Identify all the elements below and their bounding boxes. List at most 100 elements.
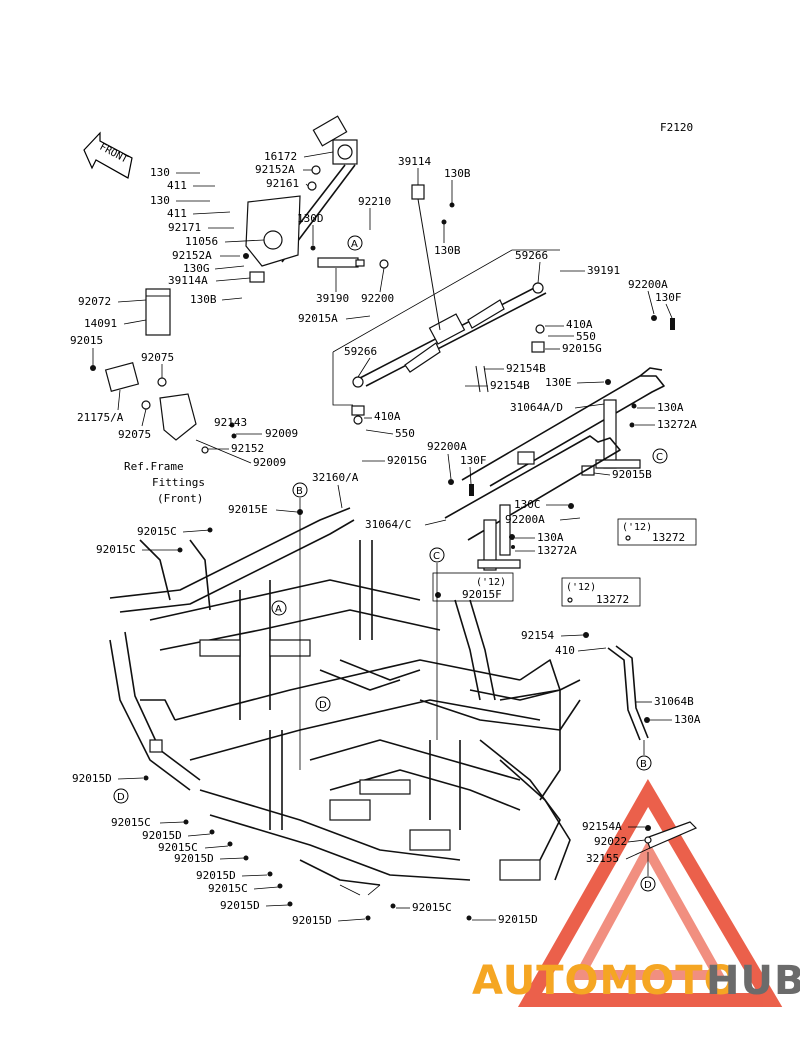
label-13272A: 13272A [537,544,577,557]
watermark-logo [517,779,783,1007]
label-92200A: 92200A [505,513,545,526]
label-92015D: 92015D [142,829,182,842]
label-92015: 92015 [70,334,103,347]
label-130F: 130F [655,291,682,304]
label-92015E: 92015E [228,503,268,516]
part-labels: 130 411 130 411 92171 11056 92152A 130G … [70,150,701,927]
label-39114A: 39114A [168,274,208,287]
label-92154: 92154 [521,629,554,642]
label-130B: 130B [434,244,461,257]
year-note-box-1: ('12) 13272 [617,518,697,546]
svg-text:('12): ('12) [622,522,652,533]
label-130E: 130E [545,376,572,389]
label-92200A: 92200A [427,440,467,453]
label-130A: 130A [674,713,701,726]
label-39114: 39114 [398,155,431,168]
crossmember-31064AD [461,315,675,487]
label-130F: 130F [460,454,487,467]
label-550: 550 [395,427,415,440]
callout-D-frame: D [315,696,331,712]
callout-B-frame: B [292,482,308,498]
label-410: 410 [555,644,575,657]
watermark-hub: HUB [706,958,800,1004]
label-92015B: 92015B [612,468,652,481]
watermark-automoto: AUTOMOTO [472,958,739,1004]
label-92152A: 92152A [255,163,295,176]
svg-text:('12): ('12) [476,577,506,588]
tie-rod-39190 [310,245,389,269]
ref-note-line2: Fittings [152,476,205,489]
label-92015D: 92015D [292,914,332,927]
frame-bolts [143,509,472,921]
label-130A: 130A [537,531,564,544]
watermark-triangle-outer [517,779,783,1007]
callout-C-frame: C [429,547,445,563]
label-31064C: 31064/C [365,518,411,531]
svg-text:13272: 13272 [652,531,685,544]
label-92015D: 92015D [220,899,260,912]
year-note-box-3: ('12) 13272 [561,577,641,607]
label-92015C: 92015C [96,543,136,556]
label-92072: 92072 [78,295,111,308]
label-130B: 130B [444,167,471,180]
label-130: 130 [150,166,170,179]
label-411: 411 [167,207,187,220]
label-550: 550 [576,330,596,343]
svg-text:C: C [433,551,440,562]
label-130A: 130A [657,401,684,414]
bracket-32155 [644,821,698,849]
label-92152: 92152 [231,442,264,455]
callout-B-right: B [636,755,652,771]
rack-group-bracket [332,352,353,406]
label-92210: 92210 [358,195,391,208]
front-arrow-marker: FRONT [83,131,133,179]
callout-A-frame: A [271,600,287,616]
label-92143: 92143 [214,416,247,429]
label-92075: 92075 [141,351,174,364]
label-92022: 92022 [594,835,627,848]
label-92161: 92161 [266,177,299,190]
svg-text:B: B [296,486,303,497]
label-410A: 410A [566,318,593,331]
label-410A: 410A [374,410,401,423]
label-92015D: 92015D [174,852,214,865]
callout-A-top: A [347,235,363,251]
watermark-triangle-inner [571,839,727,980]
label-92171: 92171 [168,221,201,234]
callout-D-left: D [113,788,129,804]
label-92200: 92200 [361,292,394,305]
label-92015D: 92015D [72,772,112,785]
label-92075: 92075 [118,428,151,441]
callout-D-right: D [640,876,656,892]
label-11056: 11056 [185,235,218,248]
svg-text:D: D [644,880,652,891]
label-39190: 39190 [316,292,349,305]
label-130: 130 [150,194,170,207]
label-92015D: 92015D [196,869,236,882]
svg-text:A: A [351,239,358,250]
figure-code: F2120 [660,121,693,134]
svg-text:D: D [117,792,125,803]
svg-text:D: D [319,700,327,711]
label-92154A: 92154A [582,820,622,833]
input-39114 [411,184,455,331]
label-92015C: 92015C [412,901,452,914]
label-21175A: 21175/A [77,411,124,424]
svg-text:13272: 13272 [596,593,629,606]
label-411: 411 [167,179,187,192]
steering-gearbox [243,115,358,283]
label-92015C: 92015C [208,882,248,895]
label-59266: 59266 [515,249,548,262]
ref-note-line3: (Front) [157,492,203,505]
year-note-box-2: ('12) 92015F [432,572,514,602]
bracket-21175A [90,362,237,454]
label-92015C: 92015C [111,816,151,829]
crossmember-31064C [444,435,621,571]
label-16172: 16172 [264,150,297,163]
label-32160A: 32160/A [312,471,359,484]
label-92009: 92009 [265,427,298,440]
main-frame [109,507,581,886]
label-39191: 39191 [587,264,620,277]
label-13272A: 13272A [657,418,697,431]
